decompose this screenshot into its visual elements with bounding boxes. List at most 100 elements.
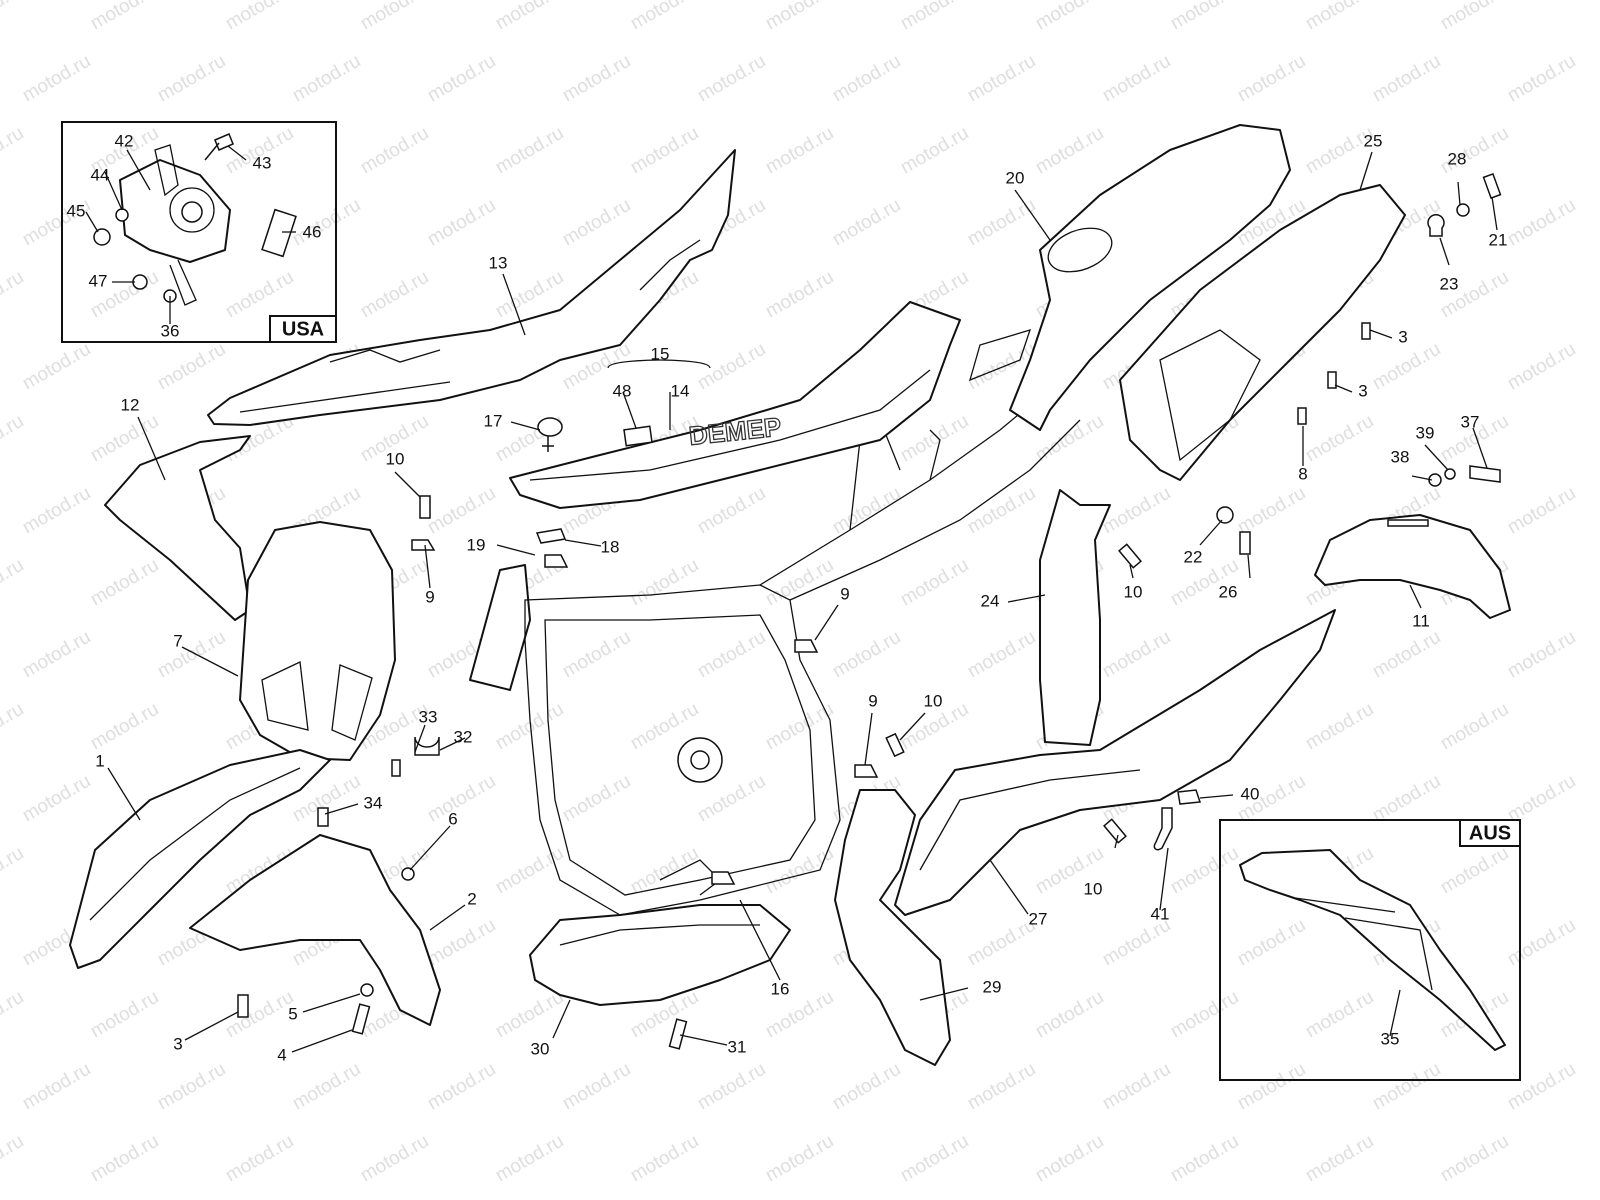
watermark-text: motod.ru [559, 771, 634, 827]
watermark-text: motod.ru [762, 699, 837, 755]
callout-41[interactable]: 41 [1151, 904, 1170, 923]
watermark-text: motod.ru [357, 123, 432, 179]
watermark-text: motod.ru [87, 699, 162, 755]
callout-23[interactable]: 23 [1440, 274, 1459, 293]
watermark-text: motod.ru [762, 1131, 837, 1187]
watermark-text: motod.ru [1167, 987, 1242, 1043]
watermark-text: motod.ru [559, 1059, 634, 1115]
callout-40[interactable]: 40 [1241, 784, 1260, 803]
watermark-text: motod.ru [1234, 483, 1309, 539]
callout-29[interactable]: 29 [983, 977, 1002, 996]
callout-26[interactable]: 26 [1219, 582, 1238, 601]
watermark-text: motod.ru [492, 123, 567, 179]
callout-17[interactable]: 17 [484, 411, 503, 430]
callout-27[interactable]: 27 [1029, 909, 1048, 928]
callout-31[interactable]: 31 [728, 1037, 747, 1056]
watermark-text: motod.ru [357, 1131, 432, 1187]
callout-18[interactable]: 18 [601, 537, 620, 556]
watermark-text: motod.ru [829, 483, 904, 539]
callout-4[interactable]: 4 [277, 1045, 286, 1064]
watermark-text: motod.ru [19, 339, 94, 395]
fork-guard [834, 789, 951, 1066]
callout-9c[interactable]: 9 [868, 691, 877, 710]
watermark-text: motod.ru [1437, 1131, 1512, 1187]
callout-3c[interactable]: 3 [1358, 381, 1367, 400]
watermark-text: motod.ru [1504, 1059, 1579, 1115]
callout-10c[interactable]: 10 [1084, 879, 1103, 898]
watermark-text: motod.ru [154, 627, 229, 683]
callout-5[interactable]: 5 [288, 1004, 297, 1023]
callout-10b[interactable]: 10 [924, 691, 943, 710]
callout-24[interactable]: 24 [981, 591, 1000, 610]
watermark-text: motod.ru [829, 627, 904, 683]
watermark-text: motod.ru [19, 483, 94, 539]
watermark-text: motod.ru [1032, 1131, 1107, 1187]
watermark-text: motod.ru [19, 627, 94, 683]
callout-44[interactable]: 44 [91, 165, 110, 184]
watermark-text: motod.ru [1369, 1059, 1444, 1115]
callout-12[interactable]: 12 [121, 395, 140, 414]
callout-20[interactable]: 20 [1006, 168, 1025, 187]
callout-10a[interactable]: 10 [386, 449, 405, 468]
watermark-text: motod.ru [0, 843, 27, 899]
callout-38[interactable]: 38 [1391, 447, 1410, 466]
callout-21[interactable]: 21 [1489, 230, 1508, 249]
callout-47[interactable]: 47 [89, 271, 108, 290]
callout-14[interactable]: 14 [671, 381, 690, 400]
watermark-text: motod.ru [1504, 771, 1579, 827]
callout-6[interactable]: 6 [448, 809, 457, 828]
watermark-text: motod.ru [1369, 627, 1444, 683]
callout-8[interactable]: 8 [1298, 464, 1307, 483]
watermark-text: motod.ru [87, 987, 162, 1043]
watermark-text: motod.ru [424, 771, 499, 827]
callout-32[interactable]: 32 [454, 727, 473, 746]
callout-16[interactable]: 16 [771, 979, 790, 998]
fasteners [237, 172, 1502, 1050]
watermark-text: motod.ru [762, 555, 837, 611]
callout-43[interactable]: 43 [253, 153, 272, 172]
watermark-text: motod.ru [829, 195, 904, 251]
callout-19[interactable]: 19 [467, 535, 486, 554]
watermark-text: motod.ru [1099, 1059, 1174, 1115]
watermark-text: motod.ru [1437, 843, 1512, 899]
aus-inset-frame [1219, 819, 1521, 1081]
callout-25[interactable]: 25 [1364, 131, 1383, 150]
callout-9a[interactable]: 9 [425, 587, 434, 606]
headlight-mask [239, 521, 396, 761]
watermark-text: motod.ru [0, 411, 27, 467]
watermark-text: motod.ru [1504, 339, 1579, 395]
callout-45[interactable]: 45 [67, 201, 86, 220]
callout-11[interactable]: 11 [1412, 611, 1430, 630]
callout-46[interactable]: 46 [303, 222, 322, 241]
callout-36[interactable]: 36 [161, 321, 180, 340]
callout-28[interactable]: 28 [1448, 149, 1467, 168]
callout-7[interactable]: 7 [173, 631, 182, 650]
callout-13[interactable]: 13 [489, 253, 508, 272]
aus-inset: AUS [1219, 819, 1521, 1081]
callout-1[interactable]: 1 [95, 751, 104, 770]
callout-48[interactable]: 48 [613, 381, 632, 400]
watermark-text: motod.ru [357, 267, 432, 323]
callout-30[interactable]: 30 [531, 1039, 550, 1058]
callout-3b[interactable]: 3 [1398, 327, 1407, 346]
watermark-text: motod.ru [1437, 0, 1512, 34]
callout-9b[interactable]: 9 [840, 584, 849, 603]
callout-39[interactable]: 39 [1416, 423, 1435, 442]
callout-37[interactable]: 37 [1461, 412, 1480, 431]
usa-tag-box [269, 315, 337, 343]
watermark-text: motod.ru [762, 123, 837, 179]
callout-42[interactable]: 42 [115, 131, 134, 150]
watermark-text: motod.ru [19, 51, 94, 107]
callout-22[interactable]: 22 [1184, 547, 1203, 566]
watermark-text: motod.ru [964, 1059, 1039, 1115]
callout-15[interactable]: 15 [651, 344, 670, 363]
callout-34[interactable]: 34 [364, 793, 383, 812]
callout-33[interactable]: 33 [419, 707, 438, 726]
callout-35[interactable]: 35 [1381, 1029, 1400, 1048]
callout-3a[interactable]: 3 [173, 1034, 182, 1053]
watermark-text: motod.ru [694, 483, 769, 539]
callout-2[interactable]: 2 [467, 889, 476, 908]
callout-10d[interactable]: 10 [1124, 582, 1143, 601]
watermark-text: motod.ru [87, 1131, 162, 1187]
radiator-shroud [894, 609, 1336, 916]
